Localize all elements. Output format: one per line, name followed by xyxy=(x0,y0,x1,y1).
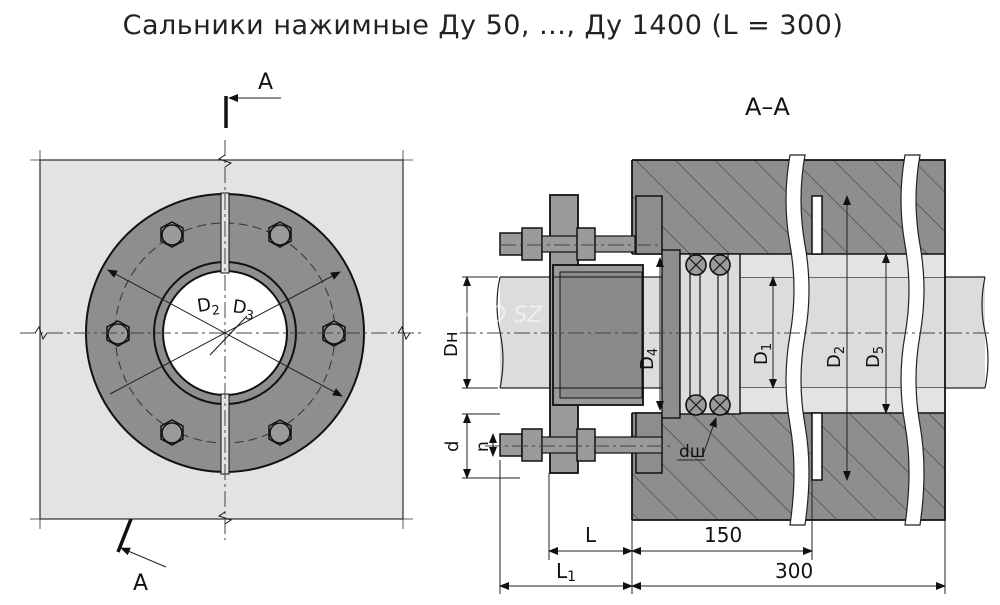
label-d2: D2 xyxy=(196,293,221,321)
front-view: D2 D3 A A xyxy=(20,70,425,596)
bolt-top-left xyxy=(160,221,184,248)
label-300: 300 xyxy=(775,559,813,583)
drawing-title: Сальники нажимные Ду 50, ..., Ду 1400 (L… xyxy=(123,10,844,41)
label-n: n xyxy=(473,441,493,452)
dsh-leader xyxy=(702,417,717,456)
d3-dim-line xyxy=(109,271,341,395)
stud-bottom xyxy=(499,428,663,462)
o-rings-bottom xyxy=(685,394,731,416)
break-band-2 xyxy=(900,154,925,526)
stud-top xyxy=(499,227,636,261)
label-dn: Dн xyxy=(441,331,462,357)
bolt-bottom-left xyxy=(160,419,184,446)
section-cut-bottom xyxy=(116,518,133,553)
label-d4: D4 xyxy=(637,348,661,370)
section-letter-top: A xyxy=(258,70,273,95)
section-view: A–A xyxy=(427,93,990,594)
label-d: d xyxy=(442,441,463,452)
watermark: ZAVOD SZ xyxy=(427,303,543,328)
fin-top xyxy=(811,195,823,255)
label-150: 150 xyxy=(704,523,742,547)
bolt-bottom-right xyxy=(268,419,292,446)
section-letter-bottom: A xyxy=(133,571,148,596)
label-d3: D3 xyxy=(231,296,256,324)
o-rings-top xyxy=(685,254,731,276)
label-d1: D1 xyxy=(751,343,775,365)
label-l1: L1 xyxy=(556,559,576,585)
label-dsh: dш xyxy=(679,442,705,462)
section-arrow-bottom xyxy=(120,547,167,568)
break-band-1 xyxy=(785,154,810,526)
label-d2-section: D2 xyxy=(824,346,848,368)
fin-bottom xyxy=(811,412,823,481)
section-title: A–A xyxy=(745,93,790,121)
bolt-top-right xyxy=(268,221,292,248)
label-d5: D5 xyxy=(863,346,887,368)
label-l: L xyxy=(585,523,597,547)
